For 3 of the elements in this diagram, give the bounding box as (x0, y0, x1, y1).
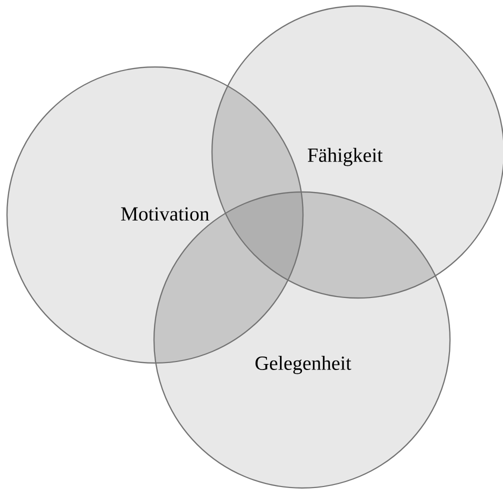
circle-label: Motivation (121, 207, 210, 221)
circle-label: Gelegenheit (256, 356, 352, 374)
circle-label: Fähigkeit (308, 148, 383, 166)
